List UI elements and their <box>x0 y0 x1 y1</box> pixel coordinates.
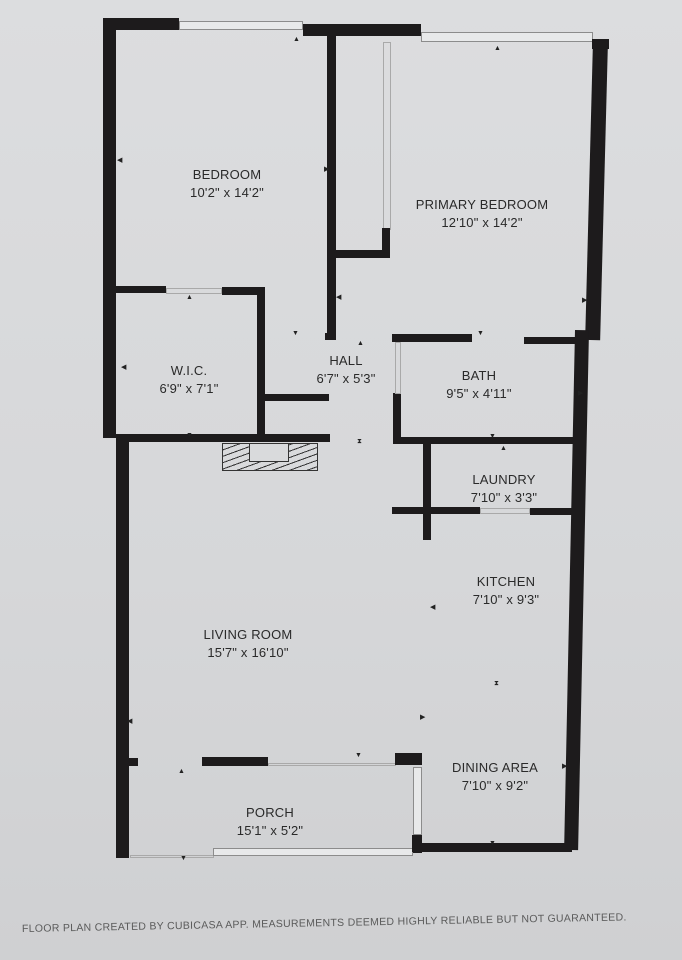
fireplace <box>222 443 318 471</box>
marker-arrow-icon: ◀ <box>117 157 123 164</box>
marker-arrow-icon: ▼ <box>477 330 484 337</box>
window-bedroom <box>179 21 303 30</box>
marker-arrow-icon: ▲ <box>186 294 193 301</box>
room-bedroom-dims: 10'2" x 14'2" <box>190 185 264 200</box>
wall-hall-post <box>325 333 336 340</box>
wall-left-lower <box>116 438 129 858</box>
wall-bath-top-left <box>392 334 472 342</box>
wall-porch-top-left <box>129 758 138 766</box>
marker-arrow-icon: ◀ <box>430 604 436 611</box>
closet-door-primary <box>383 42 391 230</box>
wall-porch-top-mid <box>202 757 268 766</box>
room-laundry-dims: 7'10" x 3'3" <box>470 490 538 505</box>
marker-arrow-icon: ▼ <box>186 432 193 439</box>
marker-arrow-icon: ▶ <box>582 297 588 304</box>
marker-arrow-icon: ▼ <box>180 855 187 862</box>
marker-arrow-icon: ▶ <box>562 763 568 770</box>
room-bath-dims: 9'5" x 4'11" <box>446 386 512 401</box>
room-primary-bedroom-dims: 12'10" x 14'2" <box>441 215 523 230</box>
room-bath: BATH 9'5" x 4'11" <box>446 367 512 403</box>
marker-arrow-icon: ▼ <box>489 433 496 440</box>
wall-bath-top-right <box>524 337 584 344</box>
wall-laundry-left <box>423 442 431 540</box>
wall-wic-top-right <box>222 287 264 295</box>
room-kitchen: KITCHEN 7'10" x 9'3" <box>473 573 539 609</box>
wall-top-middle <box>303 24 421 36</box>
marker-arrow-icon: ▼ <box>355 752 362 759</box>
room-primary-bedroom: PRIMARY BEDROOM 12'10" x 14'2" <box>416 196 549 232</box>
wall-porch-corner <box>395 753 422 765</box>
room-bedroom: BEDROOM 10'2" x 14'2" <box>190 166 264 202</box>
marker-arrow-icon: ▶ <box>578 390 584 397</box>
marker-arrow-icon: ▶ <box>324 166 330 173</box>
room-hall: HALL 6'7" x 5'3" <box>316 352 375 388</box>
marker-arrow-icon: ▼ <box>489 840 496 847</box>
room-wic-dims: 6'9" x 7'1" <box>159 381 219 396</box>
room-primary-bedroom-name: PRIMARY BEDROOM <box>415 197 549 212</box>
marker-arrow-icon: ◀ <box>336 294 342 301</box>
room-porch-name: PORCH <box>246 805 294 820</box>
porch-opening <box>268 763 396 766</box>
porch-bottom-edge <box>130 855 214 858</box>
room-bedroom-name: BEDROOM <box>192 167 262 182</box>
room-porch-dims: 15'1" x 5'2" <box>236 823 304 838</box>
marker-arrow-icon: ▲ <box>357 340 364 347</box>
wall-wic-top-left <box>116 286 166 293</box>
room-bath-name: BATH <box>461 368 497 383</box>
wall-laundry-bottom-right <box>530 508 578 515</box>
bath-doorway <box>395 342 401 394</box>
marker-arrow-icon: ▲ <box>500 445 507 452</box>
wall-laundry-bottom-left <box>392 507 480 514</box>
wall-bath-left <box>393 393 401 441</box>
wall-wic-bottom <box>116 434 330 442</box>
room-laundry-name: LAUNDRY <box>472 472 536 487</box>
room-laundry: LAUNDRY 7'10" x 3'3" <box>471 471 537 507</box>
wall-bedroom-divider <box>327 30 336 340</box>
room-hall-dims: 6'7" x 5'3" <box>316 371 376 386</box>
wall-closet-bottom <box>334 250 390 258</box>
room-porch: PORCH 15'1" x 5'2" <box>237 804 303 840</box>
window-primary-bedroom <box>421 32 593 42</box>
wall-hall-stub <box>263 394 329 401</box>
laundry-doorway <box>480 508 530 514</box>
room-living-room-name: LIVING ROOM <box>203 627 293 642</box>
room-hall-name: HALL <box>329 353 363 368</box>
marker-arrow-icon: ▲ <box>293 36 300 43</box>
window-porch-dining <box>413 767 422 835</box>
marker-arrow-icon: ▲ <box>494 45 501 52</box>
marker-arrow-icon: ◀ <box>127 718 133 725</box>
wall-wic-right <box>257 287 265 439</box>
wall-left <box>103 18 116 438</box>
marker-arrow-icon: ⧗ <box>494 680 499 687</box>
room-living-room-dims: 15'7" x 16'10" <box>207 645 289 660</box>
marker-arrow-icon: ◀ <box>121 364 127 371</box>
wall-right <box>585 40 608 341</box>
room-dining-area-name: DINING AREA <box>452 760 538 775</box>
marker-arrow-icon: ▼ <box>292 330 299 337</box>
wall-right-lower <box>564 330 589 851</box>
fireplace-hearth <box>249 444 289 462</box>
room-living-room: LIVING ROOM 15'7" x 16'10" <box>204 626 293 662</box>
marker-arrow-icon: ⧗ <box>357 438 362 445</box>
room-dining-area-dims: 7'10" x 9'2" <box>461 778 529 793</box>
marker-arrow-icon: ▲ <box>178 768 185 775</box>
wall-top-left <box>103 18 179 30</box>
room-dining-area: DINING AREA 7'10" x 9'2" <box>452 759 538 795</box>
wall-closet-return <box>382 228 390 256</box>
marker-arrow-icon: ▶ <box>420 714 426 721</box>
room-wic: W.I.C. 6'9" x 7'1" <box>159 362 218 398</box>
window-porch-bottom <box>213 848 413 856</box>
wall-dining-bottom <box>412 843 572 852</box>
wall-bath-bottom <box>393 437 581 444</box>
room-kitchen-name: KITCHEN <box>476 574 536 589</box>
room-kitchen-dims: 7'10" x 9'3" <box>472 592 540 607</box>
room-wic-name: W.I.C. <box>170 363 208 378</box>
wic-doorway <box>166 288 222 294</box>
